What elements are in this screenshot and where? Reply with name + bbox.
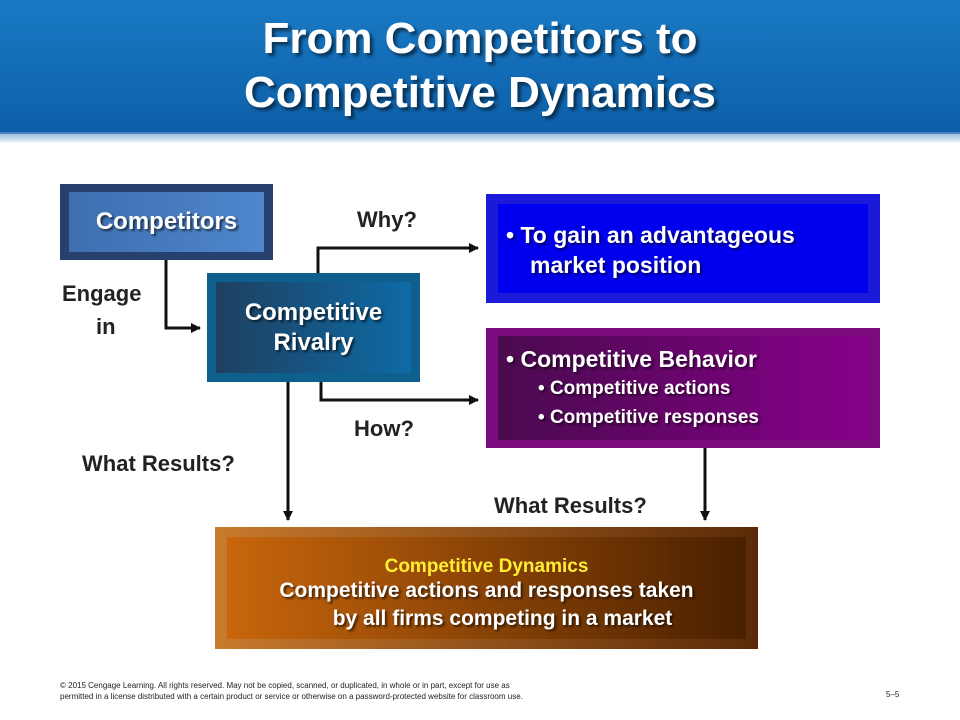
arrow-why — [316, 243, 479, 273]
how-bullet-label: Competitive Behavior — [520, 346, 757, 372]
why-bullet-line-1: To gain an advantageous — [520, 222, 795, 248]
how-sub-bullet-1: • Competitive actions — [538, 378, 731, 399]
how-answer-box: • Competitive Behavior • Competitive act… — [486, 328, 880, 448]
rivalry-label: Competitive Rivalry — [245, 298, 382, 358]
why-label: Why? — [357, 207, 417, 232]
dynamics-line-2: by all firms competing in a market — [332, 607, 673, 630]
rivalry-label-line-1: Competitive — [244, 298, 383, 326]
title-underline — [0, 134, 960, 142]
what-results-right-label: What Results? — [494, 493, 647, 518]
competitors-label: Competitors — [95, 208, 238, 235]
copyright-line-2: permitted in a license distributed with … — [60, 692, 523, 701]
dynamics-line-1: Competitive actions and responses taken — [279, 579, 694, 602]
arrow-how — [319, 382, 479, 405]
rivalry-label-line-2: Rivalry — [273, 328, 354, 356]
how-sub-bullet-2-label: Competitive responses — [549, 407, 760, 428]
copyright-notice: © 2015 Cengage Learning. All rights rese… — [60, 680, 680, 702]
competitors-box: Competitors — [60, 184, 273, 260]
why-bullet-line-2: market position — [530, 252, 702, 278]
competitive-dynamics-box: Competitive Dynamics Competitive actions… — [215, 527, 758, 649]
page-title: From Competitors to Competitive Dynamics — [0, 12, 960, 120]
title-line-1: From Competitors to — [262, 14, 698, 63]
competitive-rivalry-box: Competitive Rivalry — [207, 273, 420, 382]
how-bullet: • Competitive Behavior — [506, 346, 757, 372]
arrow-competitors-to-rivalry — [164, 260, 201, 333]
copyright-line-1: © 2015 Cengage Learning. All rights rese… — [60, 681, 510, 690]
how-label: How? — [354, 416, 414, 441]
what-results-left-label: What Results? — [82, 451, 235, 476]
how-sub-bullet-1-label: Competitive actions — [549, 378, 731, 399]
dynamics-title: Competitive Dynamics — [384, 556, 589, 577]
how-sub-bullet-2: • Competitive responses — [538, 407, 760, 428]
page-number: 5–5 — [886, 690, 900, 699]
title-line-2: Competitive Dynamics — [244, 68, 716, 117]
engage-label-line-2: in — [96, 314, 116, 339]
why-answer-box: • To gain an advantageous market positio… — [486, 194, 880, 303]
engage-label-line-1: Engage — [62, 281, 142, 306]
why-bullet: • To gain an advantageous — [506, 222, 795, 248]
